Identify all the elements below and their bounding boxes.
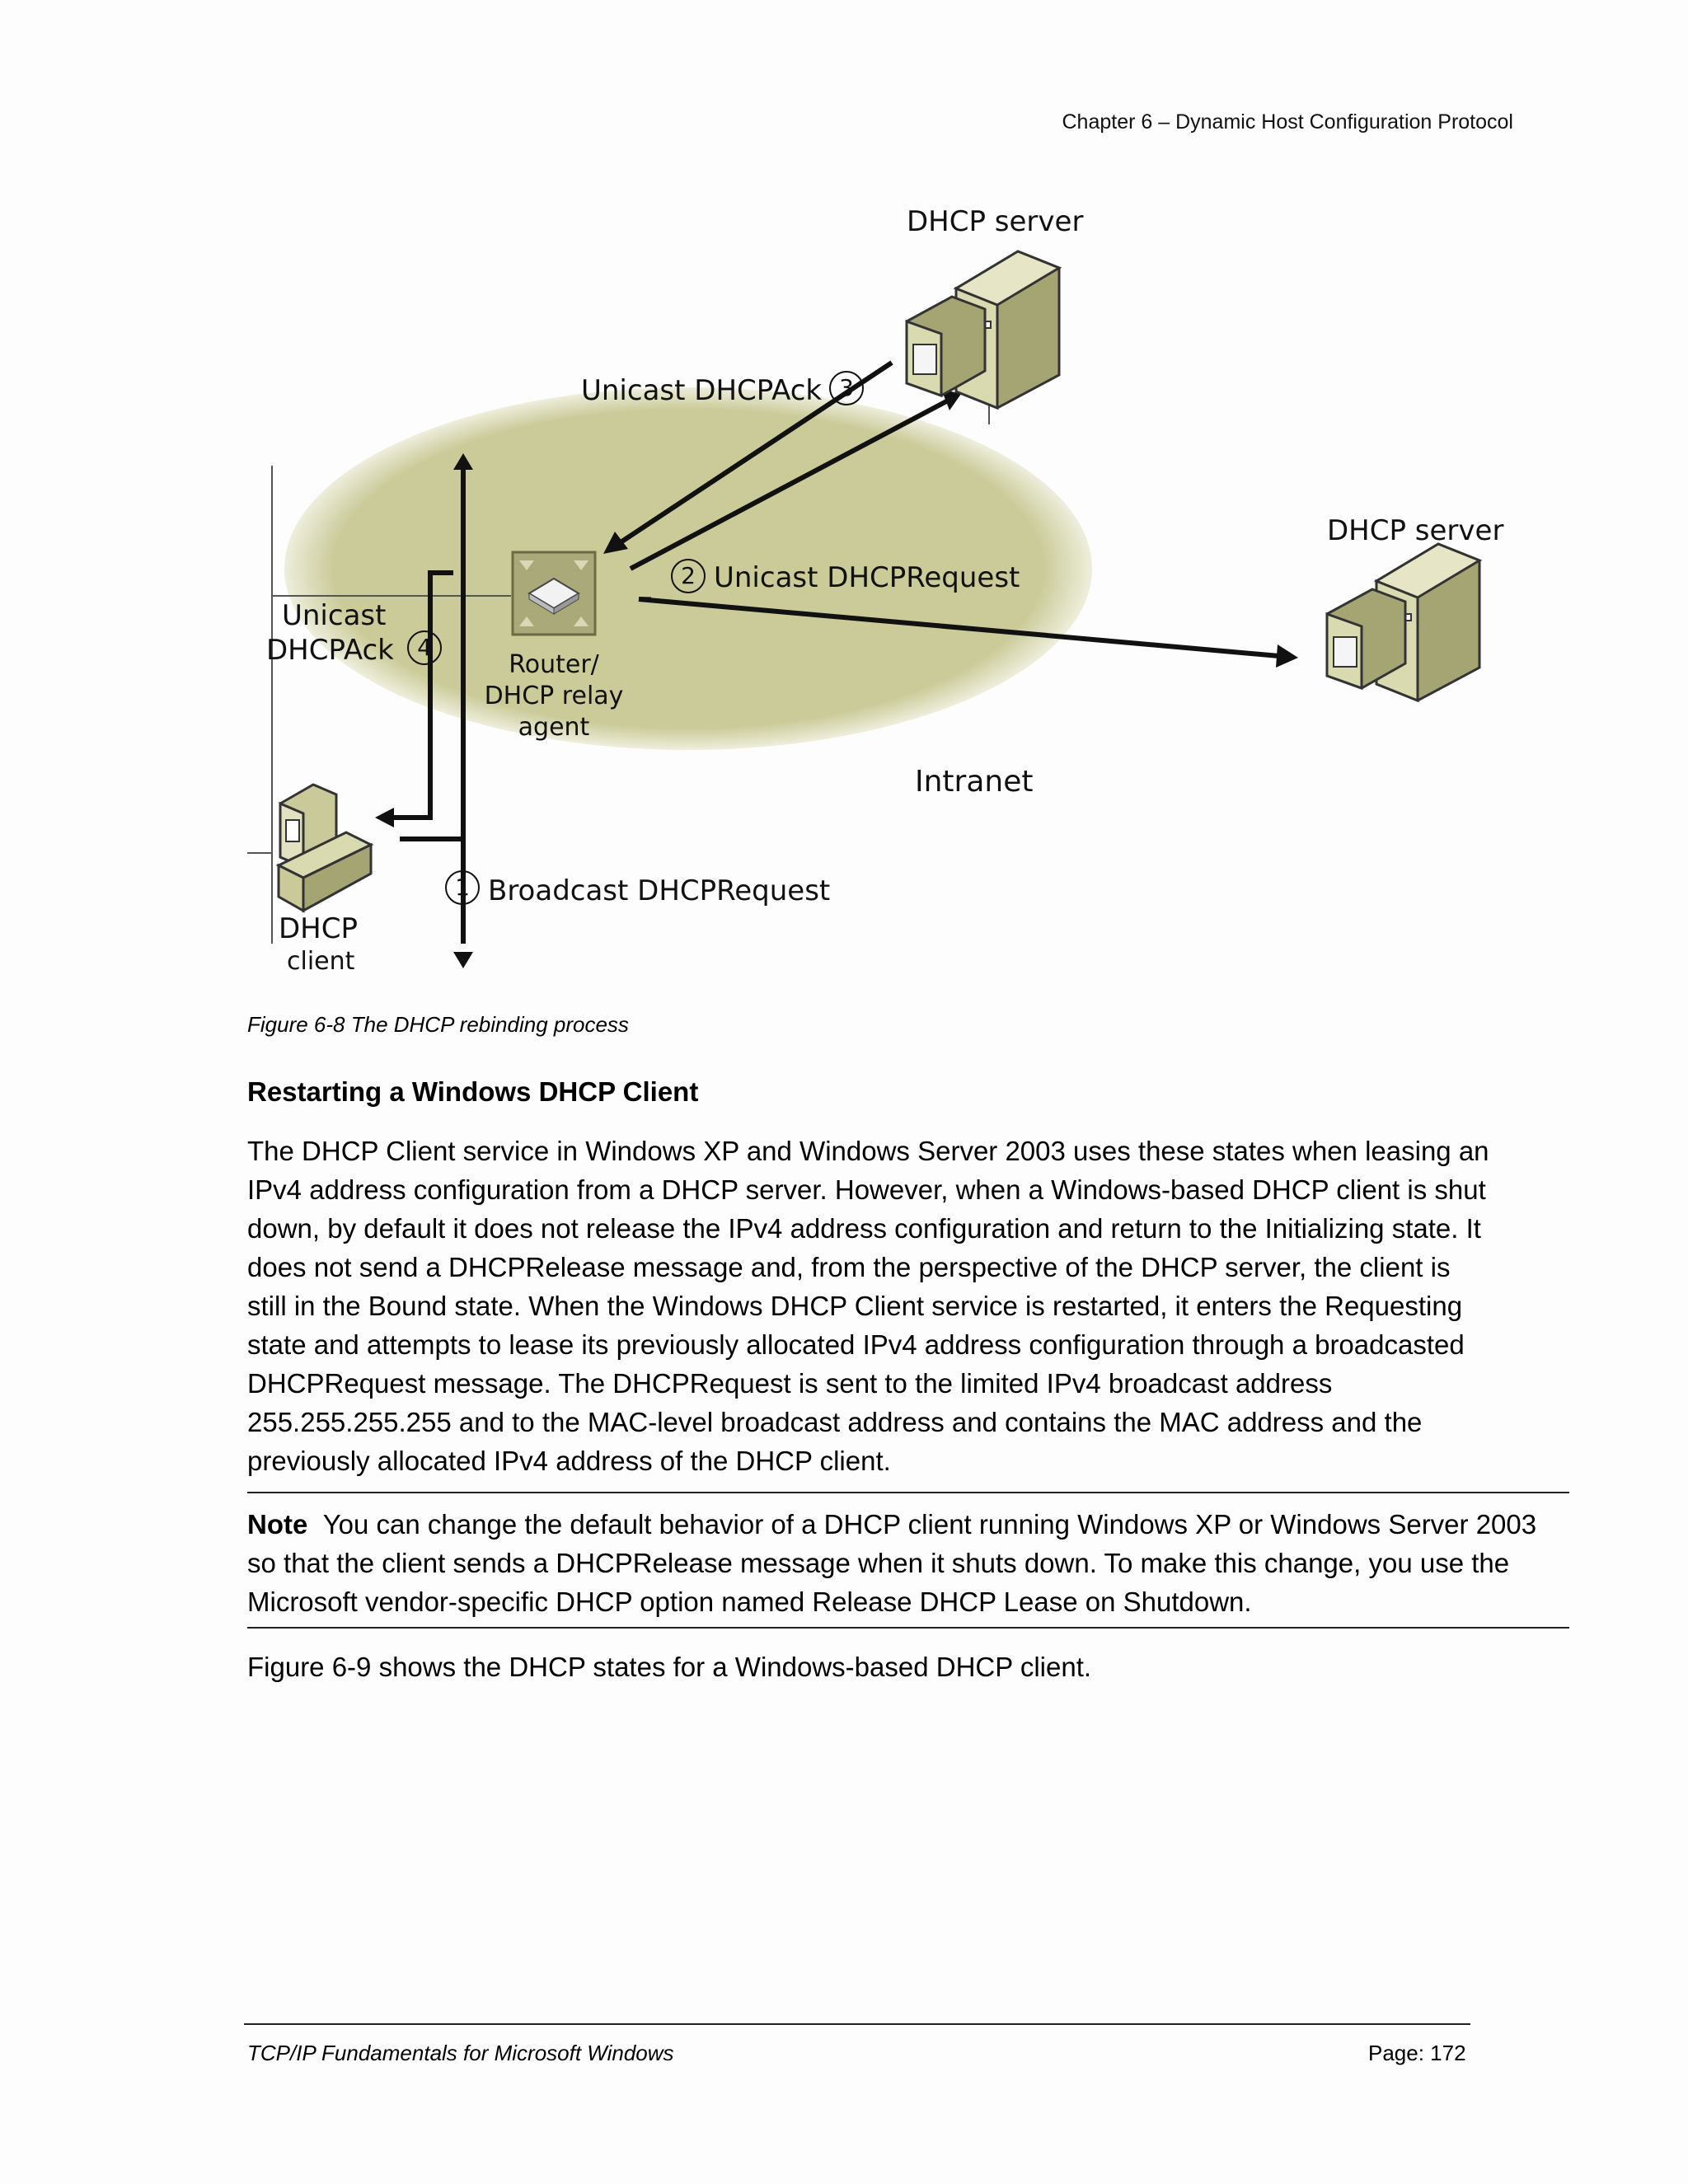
body-line: 255.255.255.255 and to the MAC-level bro… (247, 1407, 1423, 1437)
client-label-line1: DHCP (279, 912, 358, 945)
figure-caption: Figure 6-8 The DHCP rebinding process (247, 1012, 629, 1037)
router-label-line2: DHCP relay (484, 682, 624, 710)
body-line: The DHCP Client service in Windows XP an… (247, 1136, 1489, 1166)
chapter-header: Chapter 6 – Dynamic Host Configuration P… (1062, 110, 1514, 134)
body-paragraph: The DHCP Client service in Windows XP an… (247, 1132, 1533, 1480)
body-line: down, by default it does not release the… (247, 1213, 1481, 1244)
client-label-line2: client (287, 947, 355, 976)
step2-number: 2 (671, 559, 706, 593)
router-icon (511, 551, 597, 636)
step3-number: 3 (829, 371, 864, 405)
body-line: state and attempts to lease its previous… (247, 1329, 1465, 1360)
note-label: Note (247, 1509, 308, 1540)
dhcp-client-icon (275, 783, 374, 913)
note-line: You can change the default behavior of a… (322, 1509, 1537, 1540)
step3-label: Unicast DHCPAck (581, 374, 823, 407)
router-label-line1: Router/ (509, 650, 599, 679)
dhcp-server-right-icon (1325, 542, 1483, 703)
step2-arrow-right (638, 597, 1280, 658)
step4-label-line1: Unicast (282, 599, 387, 632)
note-box: Note You can change the default behavior… (247, 1505, 1574, 1621)
step4-arrow (392, 570, 453, 820)
dhcp-server-top-label: DHCP server (907, 205, 1084, 238)
note-bottom-rule (247, 1627, 1569, 1629)
body-line: previously allocated IPv4 address of the… (247, 1446, 891, 1476)
body-line: IPv4 address configuration from a DHCP s… (247, 1174, 1486, 1205)
note-line: so that the client sends a DHCPRelease m… (247, 1548, 1510, 1578)
rebinding-diagram: DHCP server DHCP server Unicast DHCPAck … (247, 198, 1533, 976)
note-top-rule (247, 1492, 1569, 1493)
step4-number: 4 (407, 630, 442, 665)
note-line: Microsoft vendor-specific DHCP option na… (247, 1586, 1252, 1617)
section-heading: Restarting a Windows DHCP Client (247, 1076, 699, 1107)
router-label-line3: agent (518, 713, 590, 742)
step2-label: Unicast DHCPRequest (714, 561, 1020, 594)
footer-rule (244, 2023, 1470, 2025)
followup-paragraph: Figure 6-9 shows the DHCP states for a W… (247, 1652, 1092, 1682)
step2-arrow-top (629, 397, 951, 571)
footer-page-number: Page: 172 (1368, 2041, 1466, 2065)
intranet-label: Intranet (915, 765, 1034, 799)
dhcp-server-top-icon (905, 250, 1062, 410)
step1-label: Broadcast DHCPRequest (488, 874, 831, 907)
step1-number: 1 (445, 870, 480, 905)
step4-label-line2: DHCPAck (266, 634, 394, 667)
body-line: still in the Bound state. When the Windo… (247, 1291, 1463, 1321)
dhcp-server-right-label: DHCP server (1327, 514, 1504, 547)
footer-book-title: TCP/IP Fundamentals for Microsoft Window… (247, 2041, 674, 2065)
body-line: does not send a DHCPRelease message and,… (247, 1252, 1451, 1282)
body-line: DHCPRequest message. The DHCPRequest is … (247, 1368, 1333, 1399)
